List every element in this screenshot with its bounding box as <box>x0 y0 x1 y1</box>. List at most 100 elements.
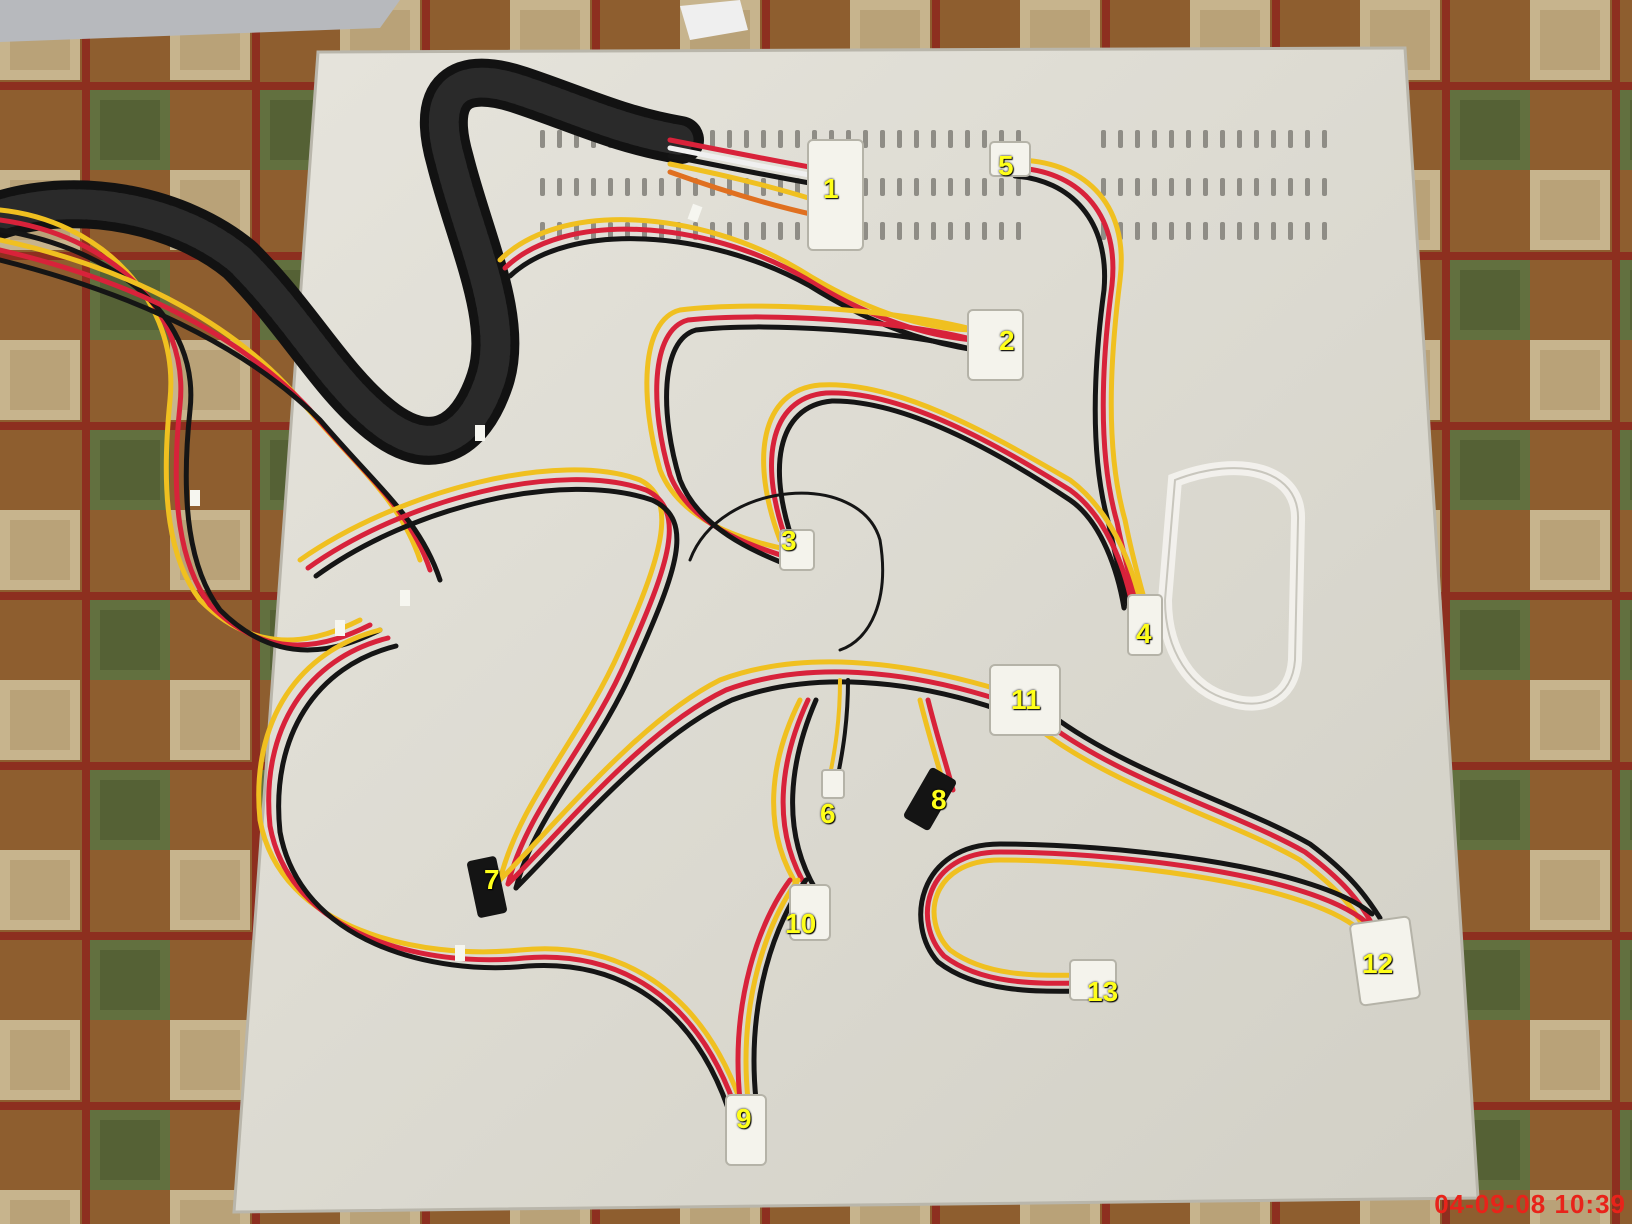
label-6: 6 <box>820 798 836 829</box>
vent-slot <box>778 222 783 240</box>
vent-slot <box>914 178 919 196</box>
vent-slot <box>1135 130 1140 148</box>
vent-slot <box>1220 130 1225 148</box>
vent-slot <box>761 222 766 240</box>
vent-slot <box>1271 130 1276 148</box>
cables <box>0 58 1383 1111</box>
vent-slot <box>880 130 885 148</box>
vent-slot <box>914 130 919 148</box>
vent-slot <box>965 178 970 196</box>
connector-2 <box>967 309 1024 381</box>
vent-slot <box>1186 222 1191 240</box>
connector-12 <box>1349 915 1421 1007</box>
label-3: 3 <box>781 525 797 556</box>
vent-slot <box>1288 222 1293 240</box>
vent-slot <box>778 130 783 148</box>
connector-5 <box>989 141 1031 177</box>
vent-slot <box>1101 130 1106 148</box>
vent-slot <box>1186 130 1191 148</box>
vent-slot <box>1186 178 1191 196</box>
vent-slot <box>1220 222 1225 240</box>
label-11: 11 <box>1011 684 1041 715</box>
vent-slot <box>625 178 630 196</box>
connector-9 <box>725 1094 767 1166</box>
vent-slot <box>880 178 885 196</box>
vent-slot <box>1271 222 1276 240</box>
connector-13 <box>1069 959 1117 1001</box>
vent-slot <box>1288 178 1293 196</box>
label-8: 8 <box>931 784 947 815</box>
vent-slot <box>1322 130 1327 148</box>
vent-slot <box>1152 130 1157 148</box>
vent-slot <box>982 178 987 196</box>
connector-11 <box>989 664 1061 736</box>
vent-slot <box>1169 130 1174 148</box>
vent-slot <box>863 178 868 196</box>
vent-slot <box>1169 178 1174 196</box>
vent-slot <box>863 130 868 148</box>
vent-slot <box>540 130 545 148</box>
vent-slot <box>557 130 562 148</box>
vent-slot <box>1305 178 1310 196</box>
sticker <box>680 0 748 40</box>
vent-slot <box>540 178 545 196</box>
vent-slot <box>795 130 800 148</box>
label-10: 10 <box>785 908 817 939</box>
vent-slot <box>557 178 562 196</box>
connector-6 <box>821 769 845 799</box>
vent-slot <box>1203 222 1208 240</box>
label-5: 5 <box>998 150 1014 181</box>
vent-slot <box>795 222 800 240</box>
label-7: 7 <box>484 864 500 895</box>
vent-slot <box>642 178 647 196</box>
vent-slot <box>1305 222 1310 240</box>
vent-slot <box>948 222 953 240</box>
connectors <box>467 139 1421 1166</box>
vent-slot <box>1135 178 1140 196</box>
vent-slot <box>744 130 749 148</box>
vent-slot <box>727 130 732 148</box>
vent-slot <box>965 222 970 240</box>
vent-slot <box>608 178 613 196</box>
vent-slot <box>931 130 936 148</box>
connector-10 <box>789 884 831 941</box>
label-1: 1 <box>823 173 839 204</box>
vent-slot <box>1220 178 1225 196</box>
vent-slot <box>982 130 987 148</box>
vent-slot <box>1152 178 1157 196</box>
vent-slot <box>914 222 919 240</box>
vent-slot <box>897 178 902 196</box>
vent-slot <box>1237 178 1242 196</box>
vent-slot <box>1254 178 1259 196</box>
vent-slot <box>1237 222 1242 240</box>
vent-slot <box>574 178 579 196</box>
vent-slot <box>948 178 953 196</box>
vent-slot <box>1322 222 1327 240</box>
vent-slot <box>659 178 664 196</box>
vent-slot <box>931 178 936 196</box>
vent-slot <box>1305 130 1310 148</box>
vent-slot <box>965 130 970 148</box>
label-12: 12 <box>1362 948 1394 979</box>
connector-7 <box>467 856 507 918</box>
connector-8 <box>903 767 957 831</box>
vent-slot <box>1101 178 1106 196</box>
vent-slot <box>1135 222 1140 240</box>
label-2: 2 <box>999 325 1015 356</box>
vent-slot <box>1169 222 1174 240</box>
vent-slot <box>1203 178 1208 196</box>
vent-slot <box>931 222 936 240</box>
vent-slot <box>1016 178 1021 196</box>
vent-slot <box>999 178 1004 196</box>
vent-slot <box>1118 130 1123 148</box>
vent-slot <box>1016 222 1021 240</box>
vent-slot <box>897 130 902 148</box>
vent-slot <box>744 222 749 240</box>
vent-slot <box>1237 130 1242 148</box>
connector-1 <box>807 139 864 251</box>
label-4: 4 <box>1136 618 1152 649</box>
case-edge <box>0 0 400 42</box>
vent-slot <box>880 222 885 240</box>
label-9: 9 <box>736 1103 752 1134</box>
